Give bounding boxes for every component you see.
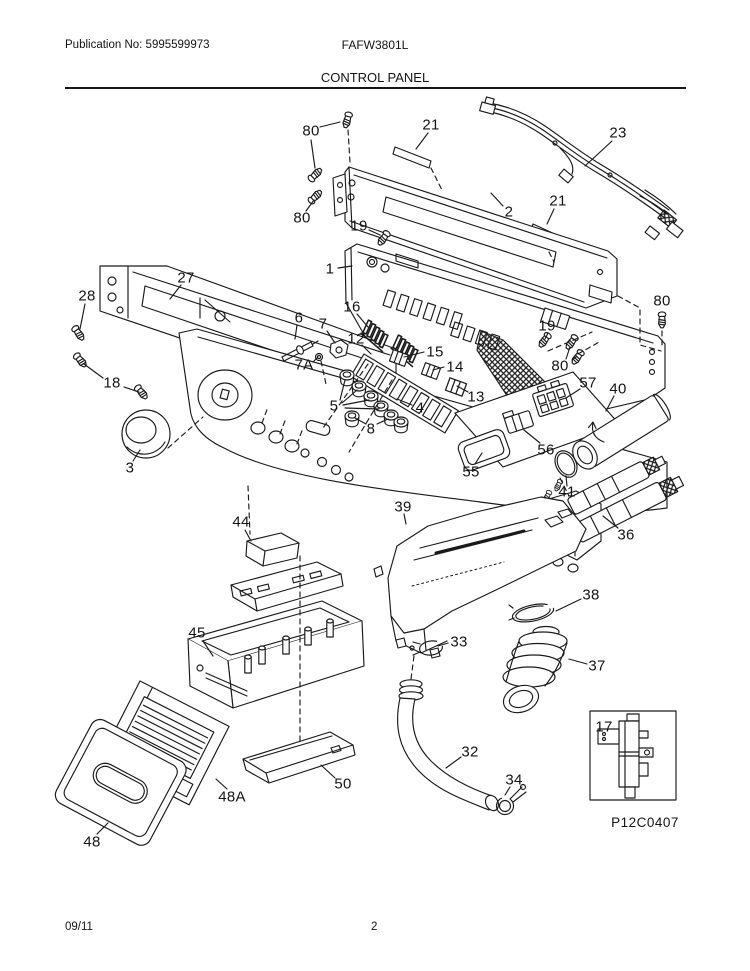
dispenser-drawer-45	[187, 600, 365, 709]
part-label-18: 18	[103, 374, 121, 392]
part-label-7: 7	[318, 315, 328, 333]
part-label-19: 19	[538, 317, 556, 335]
chamber-cylinder-40	[572, 393, 671, 470]
model-number: FAFW3801L	[341, 38, 409, 52]
part-label-16: 16	[343, 298, 361, 316]
publication-number: Publication No: 5995599973	[65, 39, 210, 51]
dispenser-housing-39	[373, 496, 587, 659]
part-label-2: 2	[504, 203, 514, 221]
o-ring-41	[554, 450, 578, 478]
part-label-80: 80	[653, 292, 671, 310]
part-label-7A: 7A	[294, 356, 314, 374]
part-label-14: 14	[446, 358, 464, 376]
part-label-17: 17	[595, 718, 613, 736]
part-label-4: 4	[415, 399, 425, 417]
part-label-5: 5	[329, 397, 339, 415]
leader-lines	[79, 121, 619, 835]
bellows-hose-37	[502, 625, 568, 714]
switch-bank-12	[350, 353, 459, 434]
clamp-ring-38	[508, 603, 555, 623]
part-label-1: 1	[325, 260, 335, 278]
part-label-32: 32	[461, 743, 479, 761]
part-label-36: 36	[617, 526, 635, 544]
drawer-front-48	[54, 718, 187, 846]
rear-support-panel-2	[332, 166, 618, 309]
footer-page-number: 2	[371, 921, 378, 933]
timer-knob-3	[121, 409, 171, 459]
part-label-15: 15	[426, 343, 444, 361]
part-label-55: 55	[462, 463, 480, 481]
alignment-dashes	[167, 129, 663, 743]
part-label-41: 41	[558, 483, 576, 501]
inset-box-17	[589, 710, 677, 801]
part-label-56: 56	[537, 441, 555, 459]
part-label-45: 45	[188, 624, 206, 642]
part-label-27: 27	[177, 269, 195, 287]
part-label-12: 12	[347, 330, 365, 348]
part-label-48A: 48A	[218, 788, 246, 806]
wiring-harness-23	[479, 96, 684, 241]
part-label-44: 44	[232, 513, 250, 531]
part-label-21: 21	[422, 116, 440, 134]
part-label-48: 48	[83, 833, 101, 851]
part-label-3: 3	[125, 459, 135, 477]
page-title: CONTROL PANEL	[320, 70, 430, 85]
part-label-80: 80	[551, 357, 569, 375]
part-label-39: 39	[394, 498, 412, 516]
part-label-80: 80	[302, 122, 320, 140]
console-front-panel	[178, 328, 668, 513]
part-label-34: 34	[505, 771, 523, 789]
part-label-38: 38	[582, 586, 600, 604]
part-label-40: 40	[609, 380, 627, 398]
part-label-8: 8	[366, 420, 376, 438]
hose-clamp-34	[495, 783, 527, 816]
part-label-13: 13	[467, 388, 485, 406]
shaft-and-bracket-6-7-7A	[281, 339, 349, 362]
part-label-37: 37	[588, 657, 606, 675]
part-label-28: 28	[78, 287, 96, 305]
part-label-50: 50	[334, 775, 352, 793]
inset-part-code: P12C0407	[611, 815, 679, 830]
part-label-23: 23	[609, 124, 627, 142]
dispenser-insert-44	[230, 532, 344, 612]
footer-date: 09/11	[65, 921, 93, 933]
part-label-57: 57	[579, 374, 597, 392]
drain-hose-32	[397, 679, 500, 812]
drawer-tray-50	[242, 731, 356, 784]
part-label-33: 33	[450, 633, 468, 651]
part-label-80: 80	[293, 209, 311, 227]
part-label-19: 19	[350, 217, 368, 235]
part-label-6: 6	[294, 309, 304, 327]
display-plate-55-56-57	[454, 371, 621, 471]
header-rule	[65, 87, 686, 89]
part-label-21: 21	[549, 192, 567, 210]
hose-clamp-33	[409, 640, 444, 656]
